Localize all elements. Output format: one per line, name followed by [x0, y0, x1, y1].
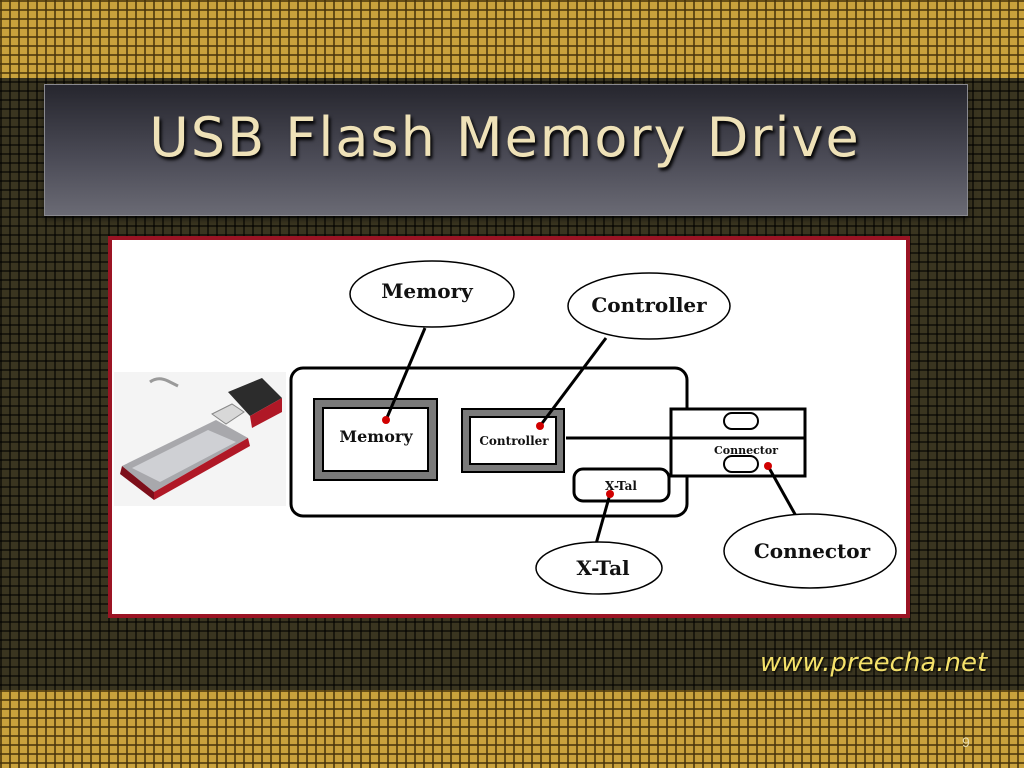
slide-title: USB Flash Memory Drive	[149, 106, 861, 169]
connector-callout-label: Connector	[754, 539, 871, 563]
memory-callout-label: Memory	[381, 279, 474, 303]
memory-block	[313, 398, 438, 481]
connector-marker	[764, 462, 772, 470]
xtal-block-label: X-Tal	[605, 479, 637, 493]
title-bar	[44, 84, 968, 216]
xtal-leader-line	[594, 493, 612, 545]
connector-leader-line	[766, 465, 798, 517]
xtal-callout	[535, 541, 663, 595]
bottom-decorative-band	[0, 690, 1024, 768]
xtal-marker	[606, 490, 614, 498]
paperclip-icon	[149, 377, 179, 388]
memory-callout	[349, 260, 515, 328]
connector-block	[669, 407, 807, 478]
top-decorative-band	[0, 0, 1024, 78]
memory-leader-line	[384, 327, 427, 421]
xtal-block	[572, 467, 671, 503]
controller-callout-label: Controller	[591, 293, 707, 317]
connector-callout	[723, 513, 897, 589]
footer-url: www.preecha.net	[760, 648, 988, 678]
controller-block-label: Controller	[479, 434, 549, 448]
page-number: 9	[962, 734, 970, 750]
xtal-callout-label: X-Tal	[576, 556, 630, 580]
controller-callout	[567, 272, 731, 340]
memory-marker	[382, 416, 390, 424]
connector-pin-top	[723, 412, 759, 430]
connector-pin-bottom	[723, 455, 759, 473]
controller-marker	[536, 422, 544, 430]
controller-leader-line	[538, 337, 608, 427]
connector-block-label: Connector	[714, 444, 778, 457]
memory-block-label: Memory	[339, 427, 413, 446]
usb-flash-drive-photo	[114, 372, 286, 506]
